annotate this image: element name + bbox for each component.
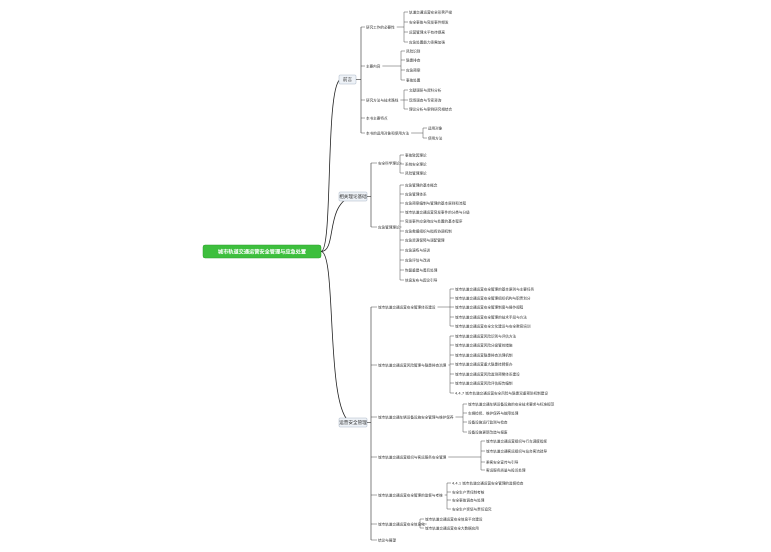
level3-node[interactable]: 适用对象: [428, 125, 443, 130]
level2-node[interactable]: 研究工作的必要性: [366, 24, 395, 29]
level3-node[interactable]: 城市轨道交通运营风险评估报告编制: [455, 380, 513, 385]
level3-node[interactable]: 事故处置: [406, 77, 421, 82]
level3-node[interactable]: 理论分析与案例研究相结合: [409, 106, 453, 111]
level3-node[interactable]: 信息发布与舆论引导: [405, 277, 438, 282]
level3-node[interactable]: 乘客安全宣传与引导: [486, 459, 519, 464]
level3-node[interactable]: 城市轨道交通运营安全大数据应用: [425, 525, 479, 530]
level3-node[interactable]: 风险识别: [406, 48, 421, 53]
level3-node[interactable]: 4.4.7 城市轨道交通运营安全风险与隐患双重预防机制建设: [455, 390, 548, 395]
level2-node[interactable]: 本书的适用对象和使用方法: [366, 130, 410, 135]
level3-node[interactable]: 城市轨道交通运营安全文化建设与安全教育培训: [455, 323, 531, 328]
level2-node[interactable]: 结论与展望: [378, 537, 396, 542]
level3-node[interactable]: 设备设施运行监测与检查: [468, 419, 508, 424]
level2-node[interactable]: 安全科学理论: [378, 160, 400, 165]
level3-node[interactable]: 应急处置能力亟需加强: [409, 39, 445, 44]
level2-node[interactable]: 应急管理理论: [378, 224, 400, 229]
level3-node[interactable]: 应急管理体系: [405, 191, 427, 196]
level2-node[interactable]: 主要内容: [366, 63, 381, 68]
level3-node[interactable]: 应急资源保障与调配管理: [405, 237, 445, 242]
level3-node[interactable]: 城市轨道交通运营安全管理组织机构与职责划分: [455, 295, 531, 300]
main-branch-label: 相关理论基础: [339, 193, 367, 200]
level2-node[interactable]: 城市轨道交通运营安全管理体系建设: [378, 304, 436, 309]
level3-node[interactable]: 设备设施更新改造与报废: [468, 429, 508, 434]
level3-node[interactable]: 城市轨道交通运营突发事件的分类与分级: [405, 209, 470, 214]
main-branch-label: 前言: [343, 76, 353, 83]
level2-node[interactable]: 城市轨道交通运营风险管理与隐患排查治理: [378, 362, 447, 367]
branch-group: 城市轨道交通运营安全管理体系建设城市轨道交通运营安全管理的基本原则与主要任务城市…: [367, 286, 555, 542]
level3-node[interactable]: 城市轨道交通运营安全管理的技术手段与方法: [455, 314, 527, 319]
branch-nodes: 研究工作的必要性 轨道交通运营安全形势严峻安全事故与突发事件频发运营管理水平有待提…: [356, 9, 555, 542]
level3-node[interactable]: 运营管理水平有待提高: [409, 29, 445, 34]
level3-node[interactable]: 安全事故与突发事件频发: [409, 19, 449, 24]
level3-node[interactable]: 城市轨道交通运营隐患排查治理机制: [455, 352, 513, 357]
root-node-label: 城市轨道交通运营安全管理与应急处置: [218, 248, 306, 256]
level3-node[interactable]: 城市轨道交通运营重大隐患挂牌督办: [455, 361, 513, 366]
main-branch[interactable]: 前言: [338, 74, 357, 85]
main-branch[interactable]: 运营安全管理: [338, 417, 368, 428]
level3-node[interactable]: 隐患排查: [406, 57, 421, 62]
level2-node[interactable]: 城市轨道交通车辆设备设施安全管理与维护保养: [378, 414, 454, 419]
level2-node[interactable]: 城市轨道交通运营安全管理的监督与考核: [378, 492, 443, 497]
level3-node[interactable]: 使用方法: [428, 135, 443, 140]
level3-node[interactable]: 应急评估与改进: [405, 257, 431, 262]
level3-node[interactable]: 现场调查与专家咨询: [409, 97, 442, 102]
root-curve: [320, 251, 352, 423]
level3-node[interactable]: 车辆检修、维护保养与故障处理: [468, 410, 519, 415]
level3-node[interactable]: 应急预案编制与管理的基本原则和流程: [405, 200, 466, 205]
root-node[interactable]: 城市轨道交通运营安全管理与应急处置: [202, 244, 322, 259]
level3-node[interactable]: 城市轨道交通客运组织与站台客流疏导: [486, 448, 547, 453]
level3-node[interactable]: 应急救援组织与指挥协调机制: [405, 228, 452, 233]
level3-node[interactable]: 城市轨道交通车辆设备设施的安全技术要求与标准规范: [468, 401, 555, 406]
root-curve: [320, 79, 342, 252]
root-node-box: [202, 244, 322, 259]
level3-node[interactable]: 恢复重建与善后处理: [405, 267, 438, 272]
level3-node[interactable]: 事故致因理论: [405, 152, 427, 157]
level3-node[interactable]: 应急管理的基本概念: [405, 182, 438, 187]
level3-node[interactable]: 突发事件应急响应与处置的基本程序: [405, 218, 463, 223]
level3-node[interactable]: 轨道交通运营安全形势严峻: [409, 9, 453, 14]
root-curve: [320, 196, 352, 252]
main-branch-label: 运营安全管理: [339, 419, 367, 426]
level3-node[interactable]: 城市轨道交通运营安全管理的基本原则与主要任务: [455, 286, 534, 291]
level3-node[interactable]: 安全事故调查与处理: [452, 497, 485, 502]
main-branch[interactable]: 相关理论基础: [338, 191, 368, 202]
root-connectors: [320, 79, 352, 423]
level2-node[interactable]: 城市轨道交通运营组织与客运服务安全管理: [378, 454, 447, 459]
level3-node[interactable]: 文献调研与资料分析: [409, 87, 442, 92]
branch-group: 研究工作的必要性 轨道交通运营安全形势严峻安全事故与突发事件频发运营管理水平有待提…: [356, 9, 453, 140]
level3-node[interactable]: 城市轨道交通运营组织与行车调度指挥: [486, 438, 547, 443]
branch-group: 安全科学理论事故致因理论系统安全理论风险管理理论应急管理理论应急管理的基本概念应…: [367, 152, 470, 282]
level3-node[interactable]: 城市轨道交通运营风险分级管控措施: [455, 342, 513, 347]
level3-node[interactable]: 4.4.1 城市轨道交通运营安全管理的监督检查: [452, 480, 524, 485]
level3-node[interactable]: 城市轨道交通运营风险监测预警体系建设: [455, 371, 520, 376]
level3-node[interactable]: 应急预案: [406, 67, 421, 72]
level3-node[interactable]: 安全生产责任制考核: [452, 489, 485, 494]
level2-node[interactable]: 城市轨道交通运营安全信息化: [378, 521, 425, 526]
level2-node[interactable]: 本书主要特点: [366, 115, 388, 120]
level3-node[interactable]: 城市轨道交通运营安全信息平台建设: [425, 516, 483, 521]
level3-node[interactable]: 风险管理理论: [405, 170, 427, 175]
level3-node[interactable]: 城市轨道交通运营风险识别与评估方法: [455, 333, 516, 338]
level3-node[interactable]: 应急演练与培训: [405, 247, 431, 252]
level2-node[interactable]: 研究方法与技术路线: [366, 97, 399, 102]
level3-node[interactable]: 客运服务质量与投诉处理: [486, 467, 526, 472]
level3-node[interactable]: 城市轨道交通运营安全管理制度与操作规程: [455, 304, 524, 309]
level3-node[interactable]: 安全生产奖惩与责任追究: [452, 506, 492, 511]
level3-node[interactable]: 系统安全理论: [405, 161, 427, 166]
